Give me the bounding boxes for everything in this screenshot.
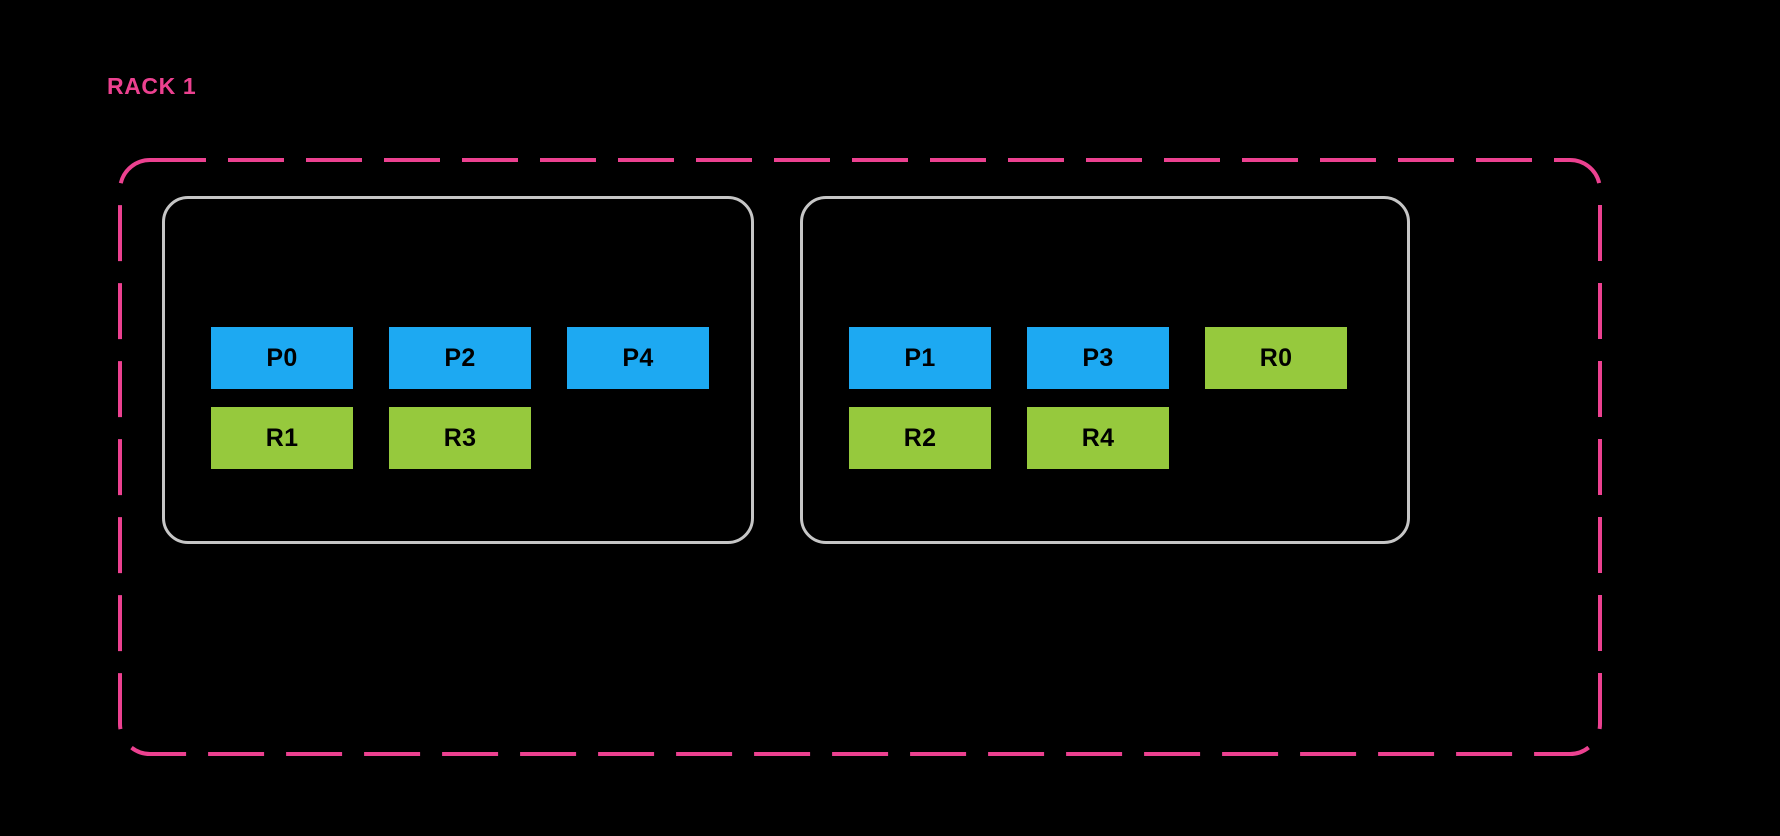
unit-label: R1 [265, 423, 299, 452]
rack-boundary-outline [118, 158, 1602, 756]
unit-r1[interactable]: R1 [211, 407, 353, 469]
unit-label: R0 [1259, 343, 1293, 372]
unit-p3[interactable]: P3 [1027, 327, 1169, 389]
unit-label: P0 [266, 343, 298, 372]
unit-label: P4 [622, 343, 654, 372]
unit-p2[interactable]: P2 [389, 327, 531, 389]
unit-r2[interactable]: R2 [849, 407, 991, 469]
node-right: P1 P3 R0 R2 R4 [800, 196, 1410, 544]
unit-label: R4 [1081, 423, 1115, 452]
unit-r4[interactable]: R4 [1027, 407, 1169, 469]
node-left-row-top: P0 P2 P4 [211, 327, 709, 389]
node-right-row-top: P1 P3 R0 [849, 327, 1347, 389]
rack-label: RACK 1 [107, 73, 197, 99]
node-left-row-bottom: R1 R3 [211, 407, 531, 469]
unit-p0[interactable]: P0 [211, 327, 353, 389]
node-right-row-bottom: R2 R4 [849, 407, 1169, 469]
unit-label: R2 [903, 423, 937, 452]
unit-p4[interactable]: P4 [567, 327, 709, 389]
unit-p1[interactable]: P1 [849, 327, 991, 389]
rack-boundary [118, 158, 1602, 756]
node-left: P0 P2 P4 R1 R3 [162, 196, 754, 544]
rack-dashed-rect [118, 158, 1602, 756]
unit-label: P3 [1082, 343, 1114, 372]
unit-r0[interactable]: R0 [1205, 327, 1347, 389]
unit-label: P2 [444, 343, 476, 372]
unit-r3[interactable]: R3 [389, 407, 531, 469]
unit-label: R3 [443, 423, 477, 452]
unit-label: P1 [904, 343, 936, 372]
